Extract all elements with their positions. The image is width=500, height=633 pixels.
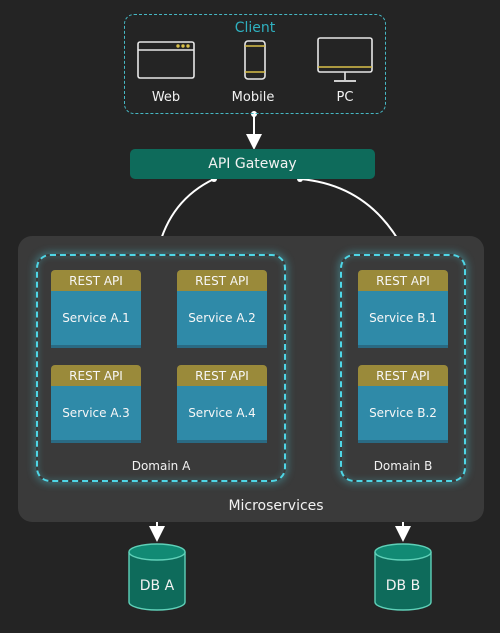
api-gateway: API Gateway: [130, 149, 375, 179]
client-label-web: Web: [151, 90, 181, 105]
domain-b-group: [340, 254, 466, 482]
service-name: Service A.4: [177, 386, 267, 443]
service-b2: REST API Service B.2: [358, 365, 448, 443]
browser-window-icon: [137, 41, 195, 79]
service-a4: REST API Service A.4: [177, 365, 267, 443]
smartphone-icon: [244, 40, 266, 80]
db-b-label: DB B: [385, 578, 421, 594]
client-group: [124, 14, 386, 114]
rest-api-label: REST API: [177, 365, 267, 386]
domain-a-group: [36, 254, 286, 482]
rest-api-label: REST API: [51, 270, 141, 291]
db-a-label: DB A: [139, 578, 175, 594]
service-a3: REST API Service A.3: [51, 365, 141, 443]
database-icon: [374, 543, 432, 611]
service-name: Service A.1: [51, 291, 141, 348]
client-title: Client: [234, 20, 276, 36]
domain-a-label: Domain A: [131, 459, 191, 473]
service-b1: REST API Service B.1: [358, 270, 448, 348]
service-a2: REST API Service A.2: [177, 270, 267, 348]
client-label-pc: PC: [336, 90, 354, 105]
service-name: Service B.1: [358, 291, 448, 348]
service-name: Service B.2: [358, 386, 448, 443]
service-name: Service A.2: [177, 291, 267, 348]
rest-api-label: REST API: [51, 365, 141, 386]
desktop-monitor-icon: [317, 37, 373, 82]
client-label-mobile: Mobile: [231, 90, 275, 105]
service-name: Service A.3: [51, 386, 141, 443]
rest-api-label: REST API: [358, 270, 448, 291]
rest-api-label: REST API: [177, 270, 267, 291]
domain-b-label: Domain B: [373, 459, 433, 473]
rest-api-label: REST API: [358, 365, 448, 386]
microservices-label: Microservices: [228, 498, 324, 514]
database-icon: [128, 543, 186, 611]
service-a1: REST API Service A.1: [51, 270, 141, 348]
arrow-client-to-gateway: [246, 111, 262, 150]
